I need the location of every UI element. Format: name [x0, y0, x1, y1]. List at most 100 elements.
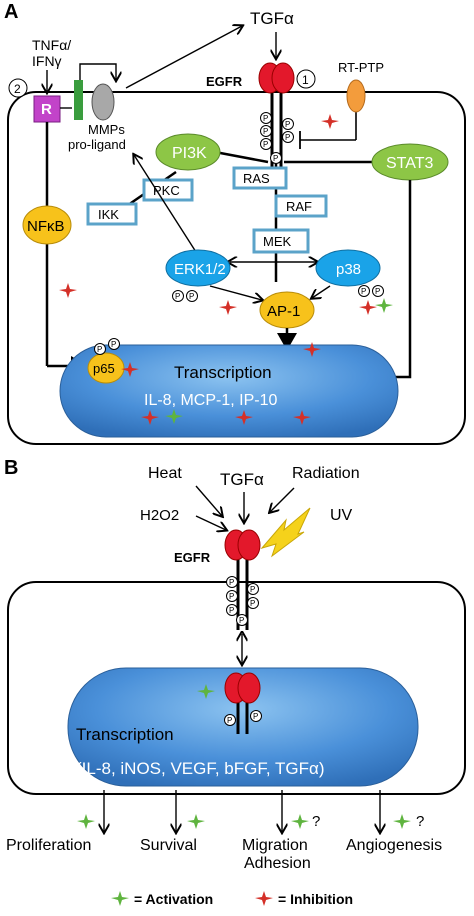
- p65-phospho-2: [108, 338, 120, 350]
- b-phospho-2: [226, 590, 238, 602]
- nuc-phospho-1: [224, 714, 236, 726]
- erk-label: ERK1/2: [174, 261, 226, 278]
- legend-activation: = Activation: [134, 891, 213, 907]
- pkc-box: [142, 178, 194, 202]
- p38-phospho-1: [358, 285, 370, 297]
- inhibition-star-rtptp: [321, 114, 339, 129]
- activation-star-migration: [291, 814, 309, 829]
- inhibition-star-p38: [359, 300, 377, 315]
- phospho-1: [260, 112, 272, 124]
- rtptp-label: RT-PTP: [338, 60, 384, 75]
- p65-label: p65: [93, 361, 115, 376]
- ikk-box: [86, 202, 138, 226]
- tgfa-b-label: TGFα: [220, 470, 264, 489]
- inhibition-star-erk: [219, 300, 237, 315]
- mek-label: MEK: [263, 234, 292, 249]
- nuc-phospho-2-label: P: [253, 712, 258, 721]
- phospho-3-label: P: [263, 140, 268, 149]
- ifn-label: IFNγ: [32, 53, 62, 69]
- egfr-b-lobe-right: [237, 529, 261, 561]
- proliferation-label: Proliferation: [6, 837, 91, 854]
- adhesion-label: Adhesion: [244, 855, 311, 872]
- inhibition-star-nuc-3: [293, 410, 311, 425]
- raf-box: [274, 194, 328, 218]
- inhibition-star-p65: [121, 362, 139, 377]
- ap1-label: AP-1: [267, 303, 300, 320]
- activation-star-nuc: [165, 409, 183, 424]
- mmp-to-tgfa-arrow: [125, 26, 242, 89]
- erk-to-mmp-arrow: [134, 155, 197, 253]
- legend-inhibition-star-icon: [255, 891, 273, 906]
- h2o2-arrow: [195, 515, 226, 530]
- pi3k-node: [155, 133, 221, 171]
- p65-phospho-1: [94, 343, 106, 355]
- mmp-bar: [74, 80, 83, 120]
- erk-phospho-1-label: P: [175, 292, 180, 301]
- p38-node: [315, 249, 381, 287]
- erk-node: [165, 249, 231, 287]
- uv-label: UV: [330, 507, 353, 524]
- transcription-label-a: Transcription: [174, 363, 272, 382]
- nfkb-node: [22, 205, 72, 245]
- p38-phospho-2: [372, 285, 384, 297]
- legend-activation-star-icon: [111, 891, 129, 906]
- h2o2-label: H2O2: [140, 507, 179, 524]
- phospho-5-label: P: [285, 133, 290, 142]
- pro-ligand-label: pro-ligand: [68, 137, 126, 152]
- activation-star-proliferation: [77, 814, 95, 829]
- radiation-arrow: [270, 487, 295, 512]
- b-phospho-3-label: P: [229, 606, 234, 615]
- inhibition-star-nuc-1: [141, 410, 159, 425]
- erk-to-ap1-arrow: [209, 285, 262, 300]
- r-box-label: R: [41, 101, 52, 118]
- marker-1-circle: [296, 69, 316, 89]
- angiogenesis-question: ?: [416, 813, 424, 830]
- stat3-label: STAT3: [386, 155, 434, 172]
- b-phospho-1-label: P: [229, 578, 234, 587]
- egfr-label-b: EGFR: [174, 550, 211, 565]
- panel-a-label: A: [4, 1, 18, 23]
- r-box: [33, 95, 61, 123]
- egfr-label-a: EGFR: [206, 74, 243, 89]
- migration-label: Migration: [242, 837, 308, 854]
- raf-label: RAF: [286, 199, 312, 214]
- activation-star-survival: [187, 814, 205, 829]
- p38-phospho-2-label: P: [375, 287, 380, 296]
- egfr-phospho-group-a: P P P P P P: [260, 112, 294, 164]
- legend-inhibition: = Inhibition: [278, 891, 353, 907]
- ikk-label: IKK: [98, 207, 119, 222]
- mmp-loop-arrow: [79, 63, 116, 80]
- erk-phospho-2: [186, 290, 198, 302]
- nuc-phospho-2: [250, 710, 262, 722]
- nucleus-b: [67, 667, 419, 787]
- phospho-2: [260, 125, 272, 137]
- survival-label: Survival: [140, 837, 197, 854]
- egfr-to-pi3k-line: [214, 150, 269, 164]
- marker-2: 2: [14, 82, 21, 96]
- stars-panel-a: [59, 114, 393, 425]
- b-phospho-4: [247, 583, 259, 595]
- nuc-phospho-1-label: P: [227, 716, 232, 725]
- genes-label-b: (IL-8, iNOS, VEGF, bFGF, TGFα): [76, 759, 325, 778]
- inhibition-star-nuc-2: [235, 410, 253, 425]
- nfkb-label: NFκB: [27, 218, 65, 235]
- nuc-egfr-lobe-right: [237, 672, 261, 704]
- p38-phospho-1-label: P: [361, 287, 366, 296]
- heat-label: Heat: [148, 465, 182, 482]
- migration-question: ?: [312, 813, 320, 830]
- nucleus-a: [59, 344, 399, 438]
- activation-star-p38: [375, 298, 393, 313]
- phospho-5: [282, 131, 294, 143]
- p65-node: [87, 352, 125, 384]
- b-phospho-4-label: P: [250, 585, 255, 594]
- ras-label: RAS: [243, 171, 270, 186]
- marker-1: 1: [302, 73, 309, 87]
- mek-box: [252, 228, 310, 254]
- panel-b-label: B: [4, 457, 18, 479]
- b-phospho-3: [226, 604, 238, 616]
- p65-phospho-1-label: P: [97, 345, 102, 354]
- b-phospho-6: [236, 614, 248, 626]
- b-phospho-5-label: P: [250, 599, 255, 608]
- egfr-phospho-group-b: P P P P P P: [226, 576, 259, 626]
